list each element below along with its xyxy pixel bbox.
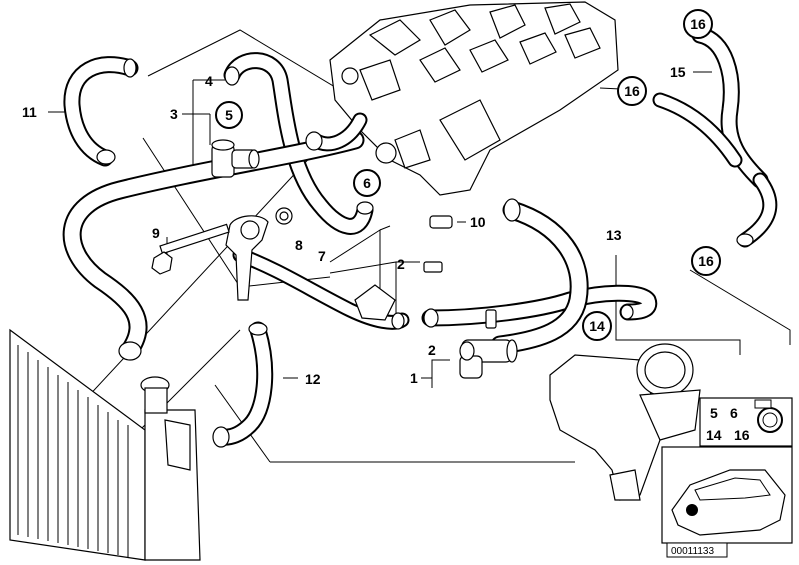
hose-15 [652,26,778,248]
hose-3 [62,130,365,361]
legend-14: 14 [706,427,722,443]
legend-6: 6 [730,405,738,421]
pump-housing [549,343,701,501]
callout-2-lower: 2 [428,342,436,358]
callout-6: 6 [363,175,371,191]
callout-13: 13 [606,227,622,243]
radiator [9,328,201,561]
callout-11: 11 [22,104,37,120]
callout-9: 9 [152,225,160,241]
hose-12 [212,321,274,448]
connector-1 [459,339,518,379]
callout-16-top: 16 [690,16,706,32]
callout-8: 8 [295,237,303,253]
info-box: 5 6 14 16 00011133 [661,397,793,558]
callout-10: 10 [470,214,486,230]
callout-4: 4 [205,73,213,89]
callout-1: 1 [410,370,418,386]
cylinder-head [329,1,619,196]
callout-16-mid: 16 [624,83,640,99]
hose-clamp-icon [754,399,783,433]
callout-labels: 1 2 2 3 4 5 6 7 8 9 10 11 12 13 14 15 16… [22,9,721,387]
callout-15: 15 [670,64,686,80]
callout-5: 5 [225,107,233,123]
hose-4 [223,52,374,235]
reference-number: 00011133 [671,546,714,557]
car-location-icon [671,469,786,536]
callout-16-bottom: 16 [698,253,714,269]
hose-7 [232,247,410,330]
legend-5: 5 [710,405,718,421]
hose-11 [63,56,139,167]
callout-12: 12 [305,371,321,387]
t-piece-5 [211,139,260,178]
radiator-fins [17,345,129,557]
hoses [62,26,778,448]
hose-lower-centre [421,284,658,328]
small-parts [151,207,497,329]
legend-16: 16 [734,427,750,443]
hose-upper-right [305,112,368,152]
callout-14: 14 [589,318,605,334]
callout-2-upper: 2 [397,256,405,272]
callout-3: 3 [170,106,178,122]
callout-7: 7 [318,248,326,264]
hose-13 [490,198,589,355]
